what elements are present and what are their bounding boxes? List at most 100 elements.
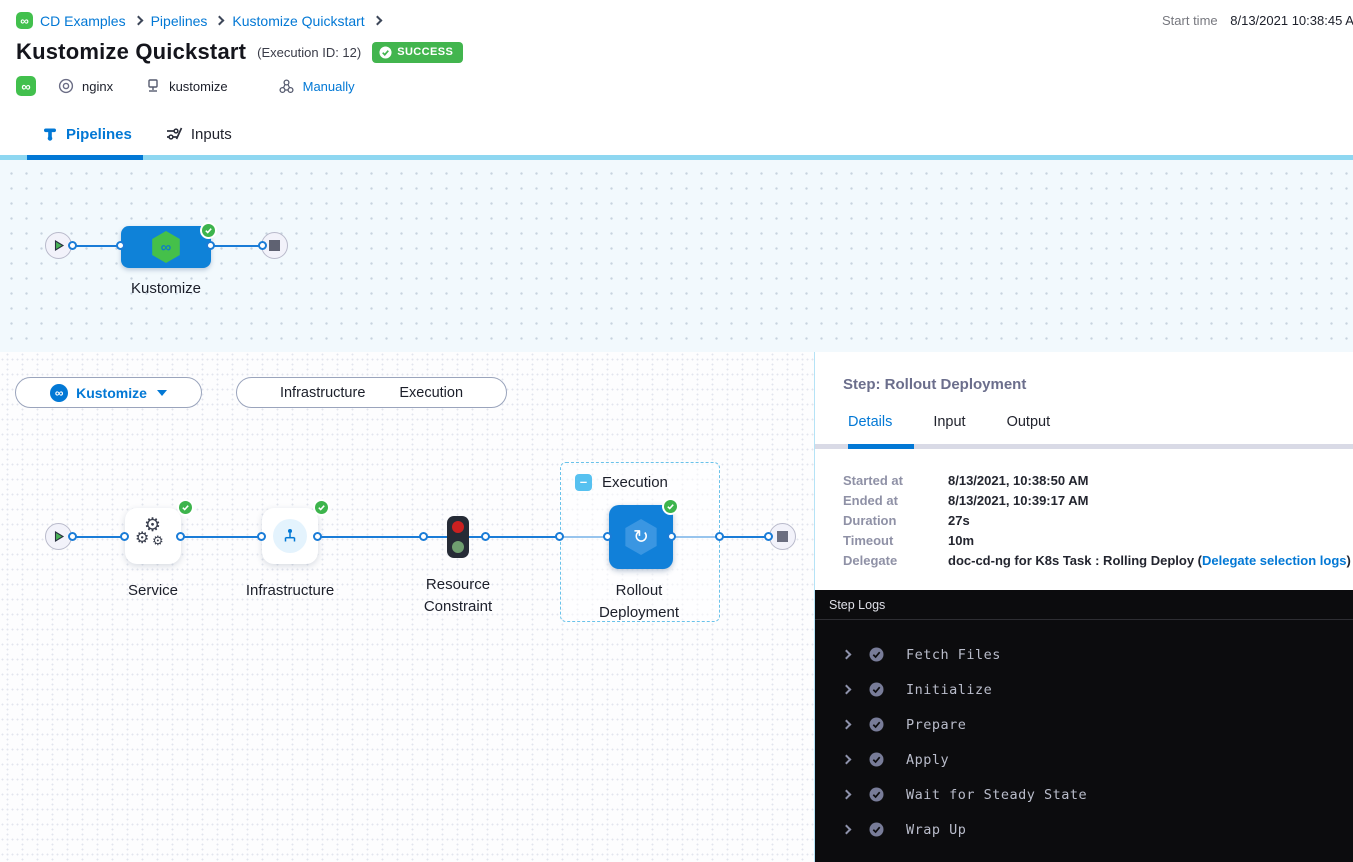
connector-dot	[419, 532, 428, 541]
chevron-right-icon	[841, 824, 852, 835]
environment-icon	[148, 79, 158, 92]
step-logs-header: Step Logs	[815, 590, 1353, 620]
active-tab-indicator	[848, 444, 914, 449]
main-tabbar: Pipelines Inputs	[0, 113, 1353, 160]
chevron-right-icon	[214, 15, 225, 26]
tab-pipelines[interactable]: Pipelines	[42, 126, 132, 143]
breadcrumb-pipelines[interactable]: Pipelines	[150, 12, 208, 29]
stage-label: Kustomize	[130, 280, 202, 297]
chevron-right-icon	[841, 649, 852, 660]
log-section-prepare[interactable]: Prepare	[815, 707, 1353, 742]
log-section-initialize[interactable]: Initialize	[815, 672, 1353, 707]
cd-stage-icon: ∞	[50, 383, 69, 402]
check-circle-icon	[869, 787, 884, 802]
connector-dot	[176, 532, 185, 541]
page-header: ∞ CD Examples Pipelines Kustomize Quicks…	[0, 0, 1353, 113]
play-icon	[54, 240, 65, 251]
tab-output[interactable]: Output	[1006, 414, 1051, 430]
step-node-resource-constraint[interactable]	[447, 516, 469, 558]
connector-dot	[481, 532, 490, 541]
step-details-panel: Step: Rollout Deployment Details Input O…	[815, 352, 1353, 862]
execution-step-group: – Execution ↻	[560, 462, 720, 622]
breadcrumb-cd-examples[interactable]: CD Examples	[40, 12, 126, 29]
tabbar-underline	[0, 155, 1353, 160]
step-node-service[interactable]: ⚙ ⚙ ⚙	[125, 508, 181, 564]
stage-selector-label: Kustomize	[76, 384, 147, 401]
service-name: nginx	[82, 78, 114, 94]
connector-dot	[258, 241, 267, 250]
page-title: Kustomize Quickstart	[16, 39, 247, 64]
play-icon	[54, 531, 65, 542]
start-time: Start time 8/13/2021 10:38:45 AM	[1162, 13, 1353, 28]
inputs-icon	[166, 127, 183, 140]
connector-dot	[715, 532, 724, 541]
collapse-group-icon[interactable]: –	[575, 474, 592, 491]
trigger-tag: Manually	[278, 78, 355, 95]
log-section-fetch-files[interactable]: Fetch Files	[815, 637, 1353, 672]
start-time-value: 8/13/2021 10:38:45 AM	[1230, 13, 1353, 28]
cd-stage-icon: ∞	[152, 231, 180, 263]
connector-dot	[116, 241, 125, 250]
check-circle-icon	[379, 45, 392, 59]
chevron-right-icon	[841, 754, 852, 765]
stage-node-kustomize[interactable]: ∞	[121, 226, 211, 268]
check-circle-icon	[869, 822, 884, 837]
stage-selector-dropdown[interactable]: ∞ Kustomize	[15, 377, 202, 408]
connector-dot	[206, 241, 215, 250]
connector-dot	[313, 532, 322, 541]
check-circle-icon	[869, 682, 884, 697]
view-toggle: Infrastructure Execution	[236, 377, 507, 408]
execution-id: (Execution ID: 12)	[257, 44, 362, 60]
tab-inputs[interactable]: Inputs	[166, 126, 232, 143]
toggle-infrastructure[interactable]: Infrastructure	[279, 384, 366, 401]
cd-module-icon: ∞	[16, 76, 36, 96]
environment-name: kustomize	[169, 78, 228, 94]
connector-dot	[120, 532, 129, 541]
chevron-down-icon	[156, 389, 167, 396]
step-label-resource-constraint: Resource Constraint	[423, 576, 493, 615]
connector-dot	[257, 532, 266, 541]
panel-tab-underline	[815, 444, 1353, 449]
service-icon	[58, 78, 74, 94]
log-section-apply[interactable]: Apply	[815, 742, 1353, 777]
check-circle-icon	[869, 717, 884, 732]
step-logs-console: Step Logs Fetch Files Initialize	[815, 590, 1353, 862]
start-time-label: Start time	[1162, 13, 1218, 28]
step-label-infrastructure: Infrastructure	[245, 582, 335, 599]
step-label-service: Service	[127, 582, 179, 599]
connector-dot	[603, 532, 612, 541]
connector-dot	[555, 532, 564, 541]
trigger-type-link[interactable]: Manually	[302, 78, 355, 94]
environment-tag: kustomize	[145, 78, 228, 94]
stage-graph-canvas[interactable]: ∞ Kustomize	[0, 160, 1353, 354]
chevron-right-icon	[841, 719, 852, 730]
log-section-wrap-up[interactable]: Wrap Up	[815, 812, 1353, 847]
execution-graph-canvas[interactable]: ∞ Kustomize Infrastructure Execution ⚙ ⚙…	[0, 352, 815, 862]
tab-details[interactable]: Details	[848, 414, 893, 430]
log-section-wait-for-steady-state[interactable]: Wait for Steady State	[815, 777, 1353, 812]
detail-row-delegate: Delegate doc-cd-ng for K8s Task : Rollin…	[843, 552, 1351, 568]
check-circle-icon	[869, 752, 884, 767]
toggle-execution[interactable]: Execution	[399, 384, 464, 401]
rollout-icon: ↻	[625, 519, 657, 555]
breadcrumb-kustomize-quickstart[interactable]: Kustomize Quickstart	[232, 12, 365, 29]
group-label: Execution	[602, 474, 668, 491]
chevron-right-icon	[841, 789, 852, 800]
delegate-selection-logs-link[interactable]: Delegate selection logs	[1202, 552, 1347, 568]
step-node-infrastructure[interactable]	[262, 508, 318, 564]
connector-dot	[764, 532, 773, 541]
stop-icon	[777, 531, 788, 542]
step-label-rollout-deployment: Rollout Deployment	[598, 582, 680, 621]
breadcrumb: ∞ CD Examples Pipelines Kustomize Quicks…	[16, 12, 383, 29]
connector-dot	[667, 532, 676, 541]
traffic-light-green	[452, 541, 464, 553]
panel-title: Step: Rollout Deployment	[843, 376, 1027, 393]
step-node-rollout-deployment[interactable]: ↻	[609, 505, 673, 569]
tab-input[interactable]: Input	[933, 414, 966, 430]
gears-icon: ⚙ ⚙ ⚙	[135, 515, 164, 548]
